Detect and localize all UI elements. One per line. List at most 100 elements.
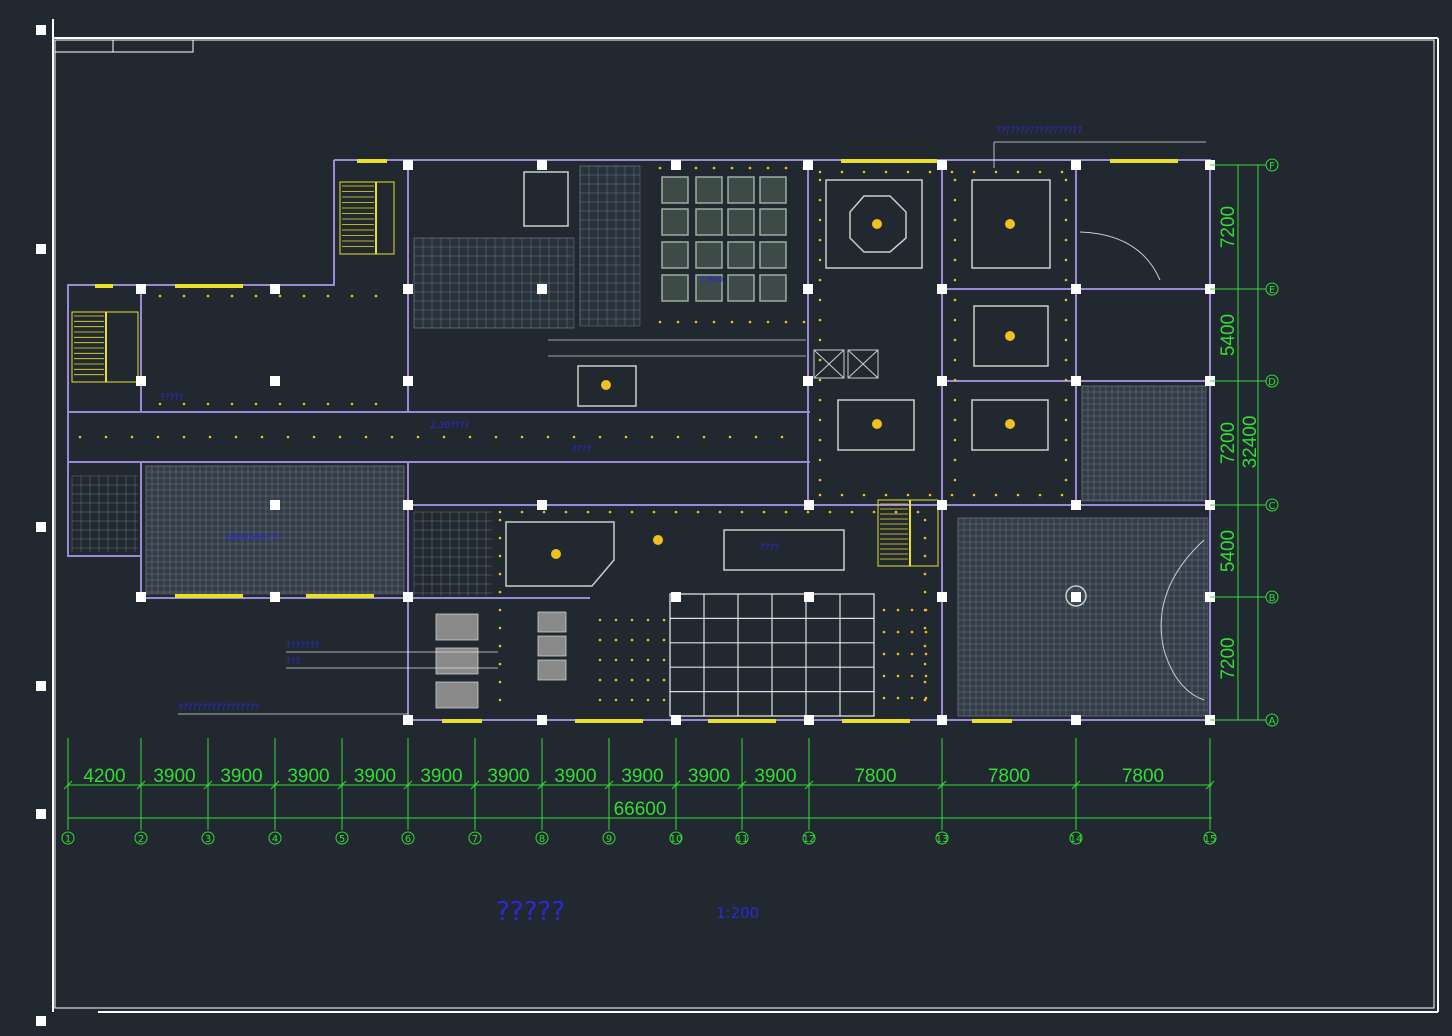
drawing-scale: 1:200: [716, 904, 759, 922]
downlight: [350, 294, 354, 298]
column-marker: [803, 160, 813, 170]
column-dimension: 3900: [487, 766, 529, 787]
downlight: [312, 435, 316, 439]
downlight: [802, 320, 806, 324]
svg-text:D: D: [1268, 377, 1276, 388]
downlight: [630, 678, 634, 682]
downlight: [374, 402, 378, 406]
downlight: [542, 510, 546, 514]
downlight: [350, 402, 354, 406]
axis-bubble-number: 7: [468, 831, 482, 845]
downlight: [662, 678, 666, 682]
downlight: [916, 510, 920, 514]
downlight: [1016, 493, 1020, 497]
downlight: [923, 572, 927, 576]
axis-bubble-number: 2: [134, 831, 148, 845]
downlight: [182, 435, 186, 439]
axis-bubble-number: 13: [935, 831, 949, 845]
ceiling-panels: [505, 171, 1051, 587]
annotation-notes: ?????????????????? ??????? ??? ?????????…: [178, 126, 1206, 715]
downlight: [923, 518, 927, 522]
downlight: [910, 696, 914, 700]
column-marker: [403, 592, 413, 602]
axis-bubble-number: 6: [401, 831, 415, 845]
downlight: [953, 318, 957, 322]
downlight: [818, 238, 822, 242]
downlight: [953, 378, 957, 382]
downlight: [818, 478, 822, 482]
svg-text:3: 3: [205, 834, 211, 845]
downlight: [923, 698, 927, 702]
svg-text:14: 14: [1070, 834, 1083, 845]
axis-bubble-number: 3: [201, 831, 215, 845]
column-marker: [403, 160, 413, 170]
downlight: [416, 435, 420, 439]
downlight: [1064, 238, 1068, 242]
column-marker: [136, 376, 146, 386]
downlight: [748, 320, 752, 324]
axis-bubble-number: 10: [669, 831, 683, 845]
column-dimension: 3900: [621, 766, 663, 787]
downlight: [882, 696, 886, 700]
downlight: [740, 510, 744, 514]
downlight: [818, 278, 822, 282]
downlight: [884, 170, 888, 174]
column-marker: [937, 715, 947, 725]
svg-text:7: 7: [472, 834, 478, 845]
downlight: [662, 618, 666, 622]
downlight: [662, 638, 666, 642]
downlight: [646, 678, 650, 682]
row-dimension: 7200: [1218, 206, 1239, 248]
downlight: [754, 435, 758, 439]
downlight: [1064, 338, 1068, 342]
downlight: [1064, 438, 1068, 442]
ceiling-grids: [145, 165, 1209, 717]
axis-bubble-number: 8: [535, 831, 549, 845]
downlight: [1064, 218, 1068, 222]
downlight: [784, 320, 788, 324]
svg-text:A: A: [1269, 716, 1276, 727]
column-marker: [403, 500, 413, 510]
downlight: [498, 698, 502, 702]
downlight: [896, 630, 900, 634]
downlight: [658, 166, 662, 170]
downlight: [882, 652, 886, 656]
axis-bubble-letter: A: [1265, 713, 1279, 727]
column-marker: [1071, 284, 1081, 294]
downlight: [1060, 493, 1064, 497]
label-room-b: ????: [760, 543, 779, 553]
downlight: [702, 435, 706, 439]
downlight: [498, 608, 502, 612]
stairs: [71, 181, 939, 567]
downlight: [650, 435, 654, 439]
column-dimension: 3900: [220, 766, 262, 787]
downlight: [156, 435, 160, 439]
column-marker: [270, 284, 280, 294]
axis-bubble-number: 12: [802, 831, 816, 845]
downlight: [1064, 478, 1068, 482]
downlight: [766, 166, 770, 170]
downlight: [728, 435, 732, 439]
downlight: [953, 298, 957, 302]
downlight: [260, 435, 264, 439]
downlight: [730, 320, 734, 324]
downlight: [208, 435, 212, 439]
downlight: [972, 493, 976, 497]
downlight: [780, 435, 784, 439]
downlight: [442, 435, 446, 439]
downlight: [572, 435, 576, 439]
downlight: [953, 438, 957, 442]
downlight: [646, 638, 650, 642]
top-note: ??????????????????: [996, 126, 1082, 136]
column-marker: [803, 376, 813, 386]
downlight: [390, 435, 394, 439]
downlight: [818, 378, 822, 382]
downlight: [1064, 398, 1068, 402]
downlight: [498, 644, 502, 648]
column-marker: [136, 284, 146, 294]
downlight: [818, 338, 822, 342]
downlight: [498, 510, 502, 514]
svg-text:E: E: [1269, 285, 1275, 296]
downlight: [828, 510, 832, 514]
downlight: [1038, 493, 1042, 497]
